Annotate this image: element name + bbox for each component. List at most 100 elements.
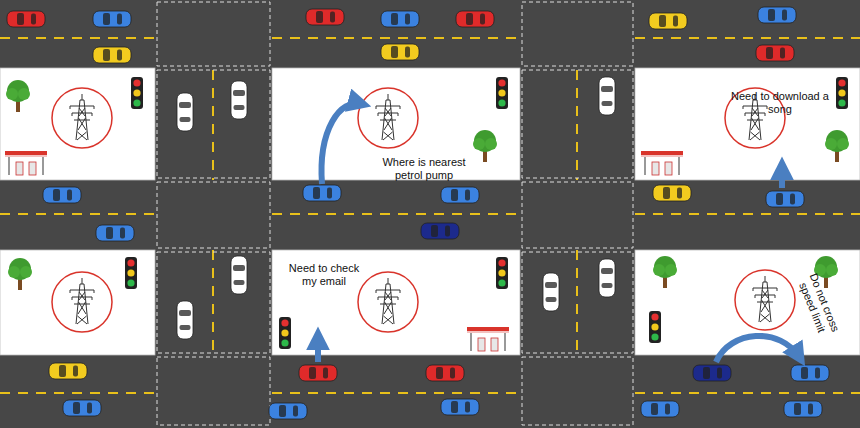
tree (8, 258, 32, 290)
cell-tower (358, 272, 418, 332)
car (791, 365, 829, 381)
lane-line (635, 37, 860, 39)
car (426, 365, 464, 381)
trees (6, 80, 849, 290)
lane-line (635, 213, 860, 215)
car (231, 81, 247, 119)
intersection (522, 357, 633, 425)
tree (473, 130, 497, 162)
city-block (0, 68, 155, 180)
car (381, 11, 419, 27)
callout-note: Need to download a song (726, 90, 834, 116)
car (96, 225, 134, 241)
lane-line (576, 70, 578, 180)
lane-line (272, 392, 520, 394)
car (441, 399, 479, 415)
car (269, 403, 307, 419)
lane-line (0, 213, 155, 215)
petrol-pump (467, 327, 509, 351)
car (306, 9, 344, 25)
lane-line (212, 250, 214, 355)
callout-note: Where is nearest petrol pump (372, 156, 476, 182)
tree (825, 130, 849, 162)
traffic-light (496, 77, 508, 109)
lane-line (576, 250, 578, 355)
callout-note: Do not cross speed limit (789, 258, 848, 353)
intersection (522, 182, 633, 248)
car (693, 365, 731, 381)
road-segment (157, 252, 270, 353)
traffic-light (836, 77, 848, 109)
car (299, 365, 337, 381)
callout-note: Need to check my email (282, 262, 366, 288)
car (543, 273, 559, 311)
car (649, 13, 687, 29)
car (756, 45, 794, 61)
car (177, 93, 193, 131)
intersection (157, 357, 270, 425)
car (421, 223, 459, 239)
lane-line (0, 392, 155, 394)
cars (7, 7, 829, 419)
intersection-borders (157, 2, 633, 425)
lane-markings (0, 38, 860, 393)
signal-arrow (779, 166, 785, 188)
tree (6, 80, 30, 112)
car (599, 77, 615, 115)
cell-tower (52, 272, 112, 332)
car (7, 11, 45, 27)
lane-line (212, 70, 214, 180)
tree (653, 256, 677, 288)
car (63, 400, 101, 416)
cell-tower (52, 88, 112, 148)
car (381, 44, 419, 60)
petrol-pump (641, 151, 683, 175)
car (456, 11, 494, 27)
signal-arrow (315, 336, 321, 362)
intersection (522, 2, 633, 66)
road-segment (522, 252, 633, 353)
car (49, 363, 87, 379)
towers (52, 88, 795, 332)
intersection (157, 182, 270, 248)
signal-arrows (318, 103, 800, 362)
lane-line (0, 37, 155, 39)
road-segment (522, 70, 633, 178)
traffic-light (496, 257, 508, 289)
car (43, 187, 81, 203)
car (177, 301, 193, 339)
intersection (157, 2, 270, 66)
car (653, 185, 691, 201)
traffic-light (279, 317, 291, 349)
lane-line (272, 37, 520, 39)
city-block (635, 68, 860, 180)
car (93, 47, 131, 63)
car (599, 259, 615, 297)
traffic-lights (125, 77, 848, 349)
road-segment (157, 70, 270, 178)
signal-arrow (322, 103, 362, 184)
city-block (0, 250, 155, 355)
lane-line (272, 213, 520, 215)
city-blocks (0, 68, 860, 355)
signal-arrow (716, 336, 800, 362)
traffic-light (125, 257, 137, 289)
cell-tower (358, 88, 418, 148)
car (93, 11, 131, 27)
lane-line (635, 392, 860, 394)
car (303, 185, 341, 201)
car (441, 187, 479, 203)
car (231, 256, 247, 294)
petrol-pump (5, 151, 47, 175)
cell-tower (735, 270, 795, 330)
car (766, 191, 804, 207)
car (784, 401, 822, 417)
traffic-light (131, 77, 143, 109)
car (641, 401, 679, 417)
petrol-pumps (5, 151, 683, 351)
city-block (272, 250, 520, 355)
